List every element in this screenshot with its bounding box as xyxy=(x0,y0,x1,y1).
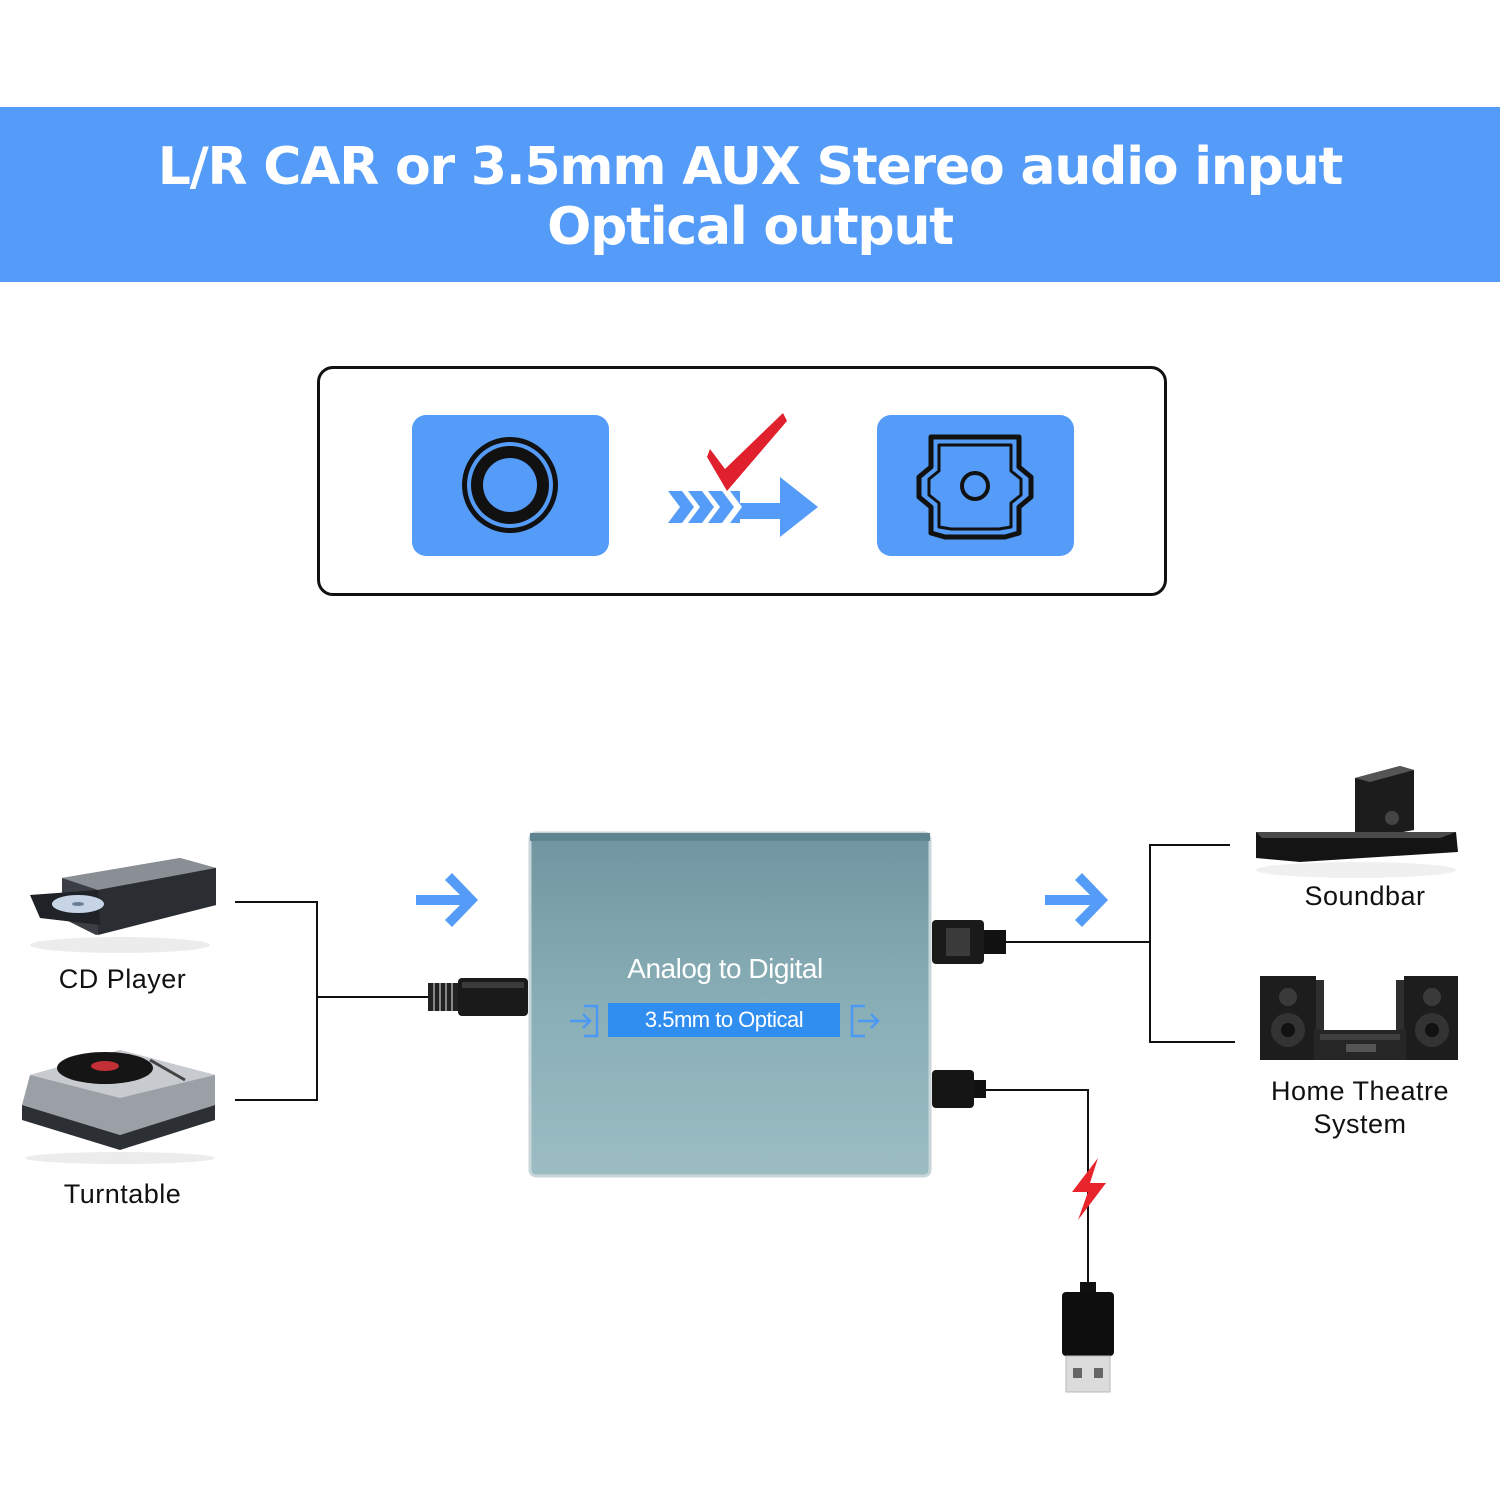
source-connector-lines xyxy=(235,901,430,1101)
check-mark-icon xyxy=(707,413,787,491)
soundbar-icon xyxy=(1256,766,1458,878)
conversion-flow-box xyxy=(317,366,1167,596)
power-plug-icon xyxy=(932,1070,986,1108)
aux-plug-icon xyxy=(428,978,528,1016)
output-connector-lines xyxy=(985,844,1235,1285)
output-label-soundbar: Soundbar xyxy=(1304,881,1426,911)
flow-arrow-group xyxy=(668,413,818,537)
home-theatre-icon xyxy=(1260,976,1458,1060)
input-tile xyxy=(412,415,609,556)
output-port-icon xyxy=(850,1004,880,1038)
output-tile xyxy=(877,415,1074,556)
banner-title-line1: L/R CAR or 3.5mm AUX Stereo audio input xyxy=(157,137,1344,197)
device-label-bar xyxy=(608,1003,840,1037)
device-title: Analog to Digital xyxy=(627,953,823,984)
source-label-turntable: Turntable xyxy=(63,1179,182,1209)
cd-player-icon xyxy=(30,858,216,953)
input-port-icon xyxy=(570,1004,599,1038)
banner-title-line2: Optical output xyxy=(547,197,954,257)
optical-plug-icon xyxy=(932,920,1006,964)
optical-port-icon xyxy=(916,434,1034,540)
usb-plug-icon xyxy=(1062,1282,1114,1393)
source-label-cd-player: CD Player xyxy=(58,964,187,994)
input-arrow-icon xyxy=(416,873,478,927)
output-label-home-theatre-line2: System xyxy=(1313,1109,1407,1139)
output-arrow-icon xyxy=(1045,873,1108,927)
aux-jack-icon xyxy=(462,437,558,533)
device-subtitle: 3.5mm to Optical xyxy=(644,1007,804,1032)
chevron-arrow-icon xyxy=(668,477,818,537)
turntable-icon xyxy=(22,1050,215,1164)
output-label-home-theatre: Home Theatre xyxy=(1270,1076,1450,1106)
lightning-bolt-icon xyxy=(1072,1158,1106,1220)
title-banner: L/R CAR or 3.5mm AUX Stereo audio input … xyxy=(0,107,1500,282)
